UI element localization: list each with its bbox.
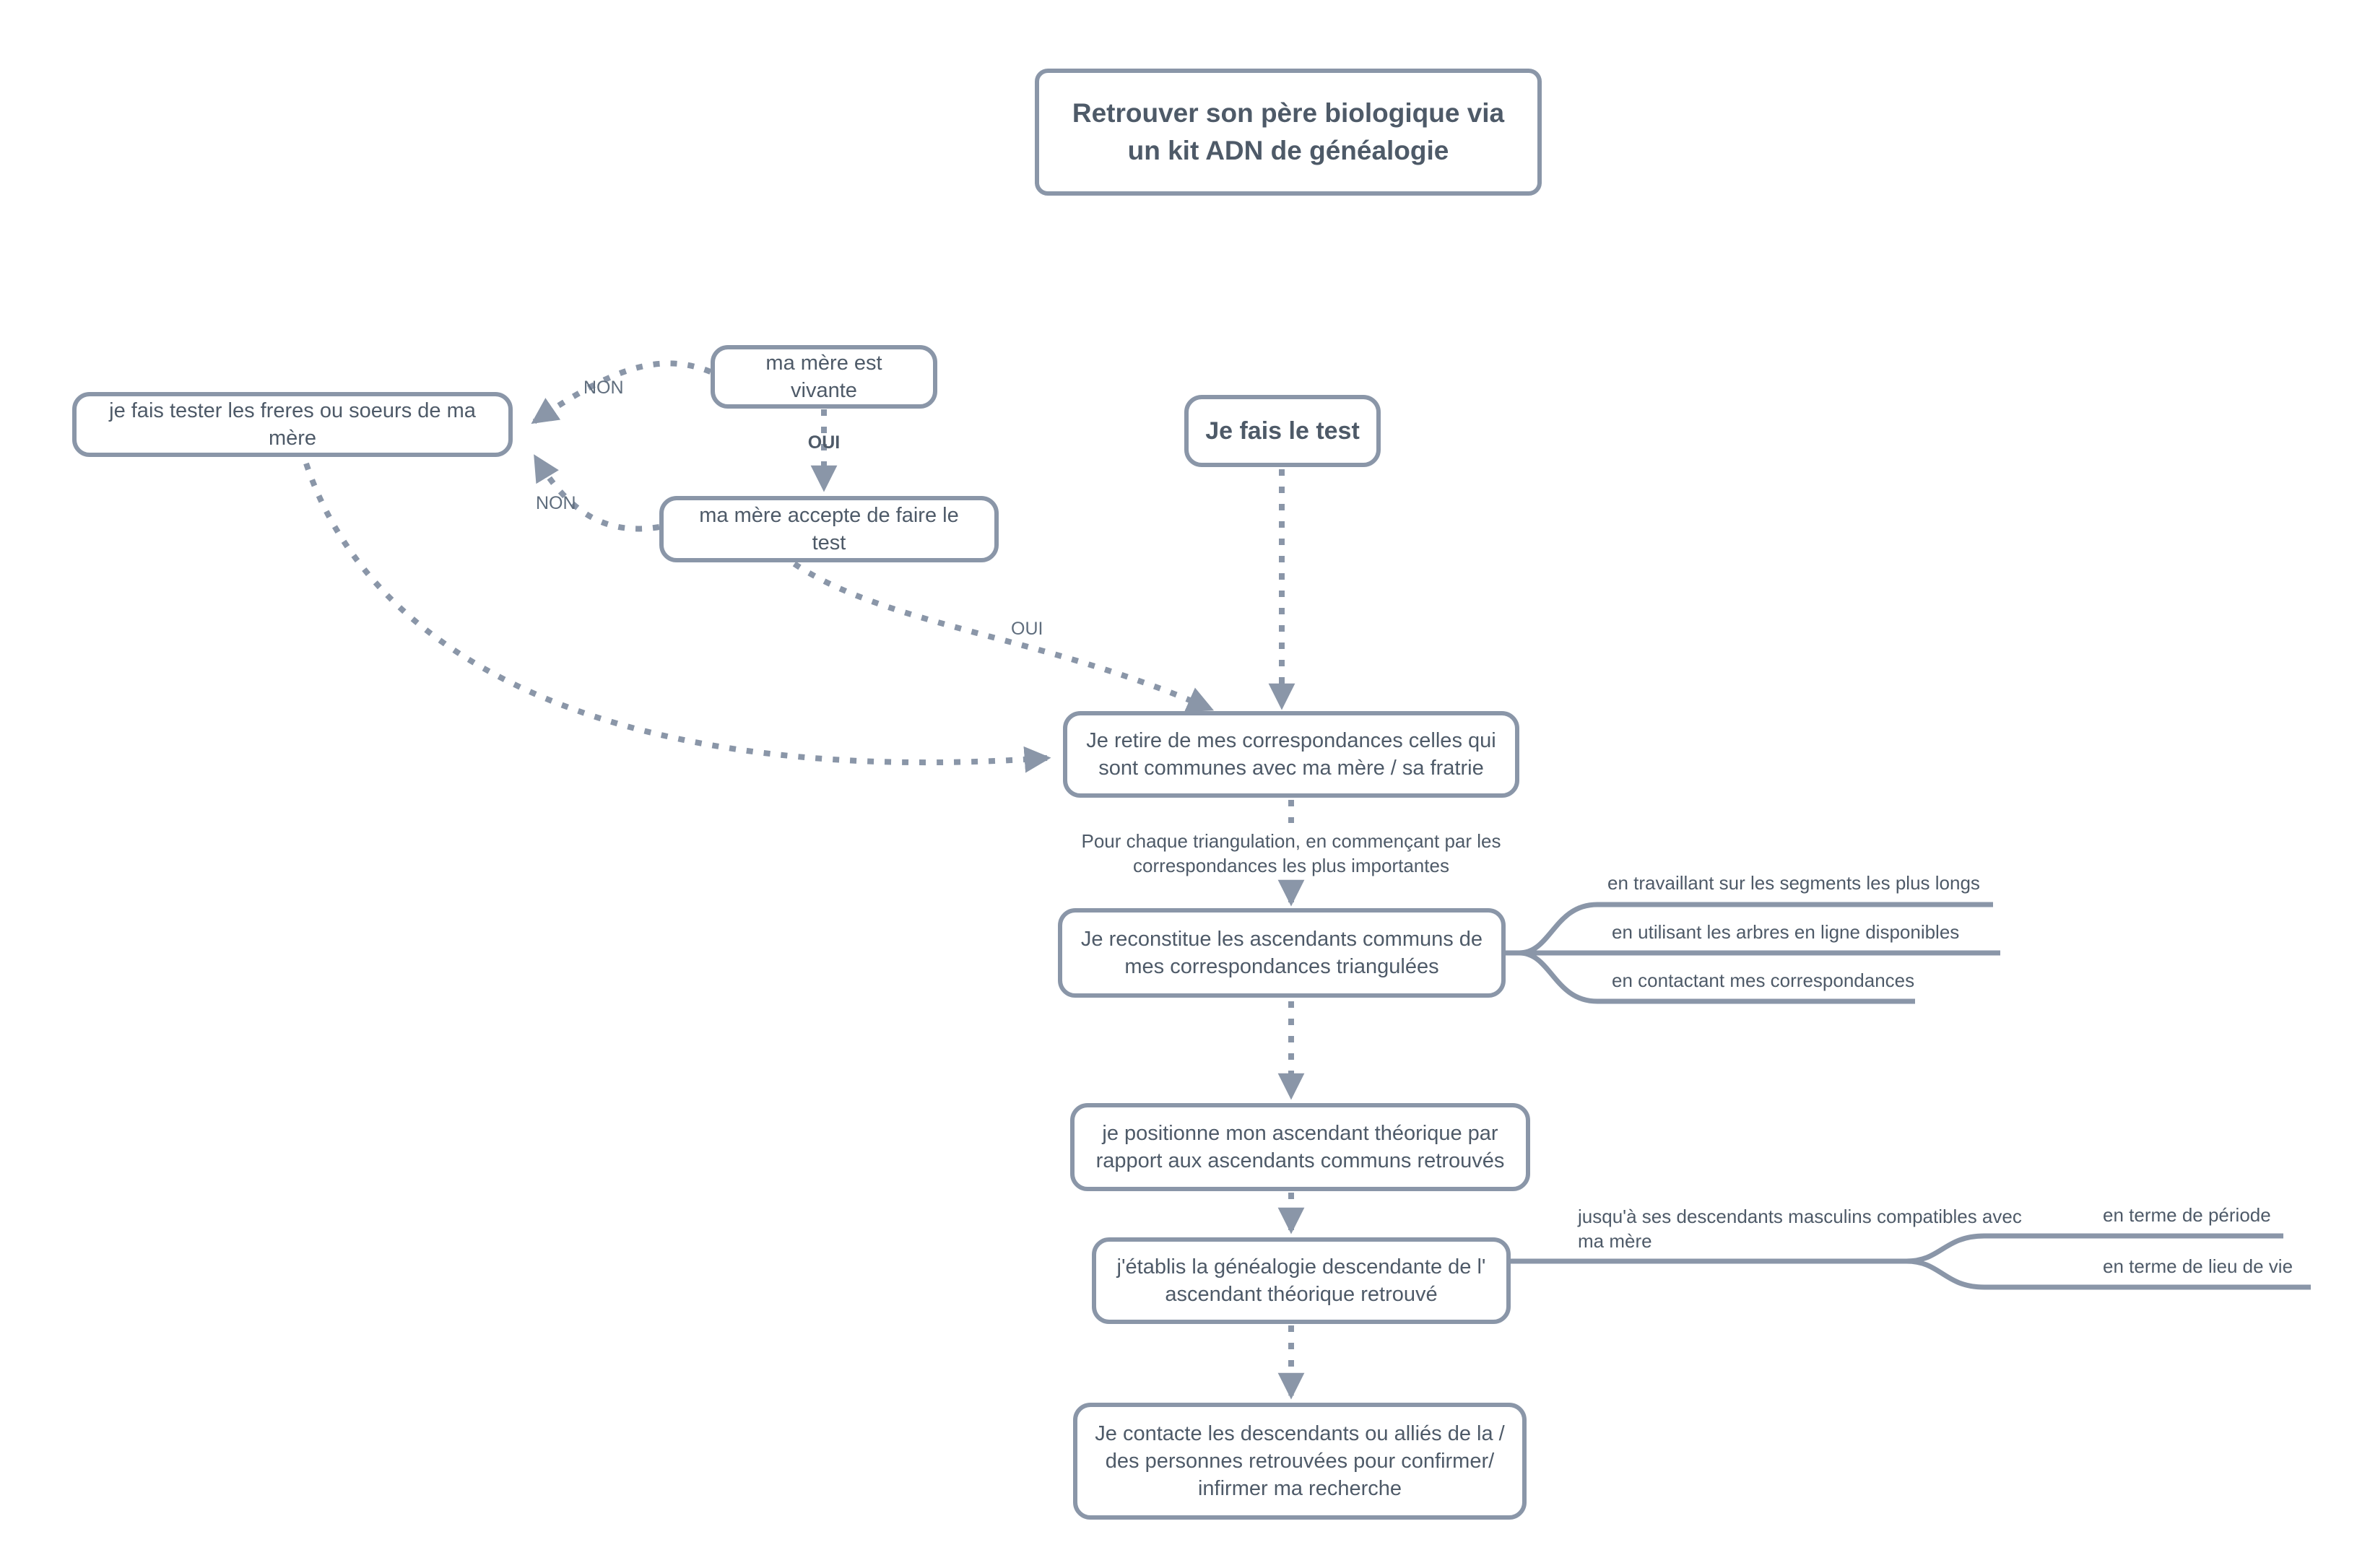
node-reconstitue-ascendants: Je reconstitue les ascendants communs de…: [1058, 908, 1506, 998]
edge-label-non-vivante: NON: [583, 378, 624, 398]
note-terme-lieu: en terme de lieu de vie: [2103, 1255, 2293, 1277]
note-segments-longs: en travaillant sur les segments les plus…: [1607, 872, 1980, 894]
node-etablis-genealogie: j'établis la généalogie descendante de l…: [1092, 1237, 1511, 1324]
node-je-fais-le-test: Je fais le test: [1184, 395, 1381, 467]
note-jusqua-descendants: jusqu'à ses descendants masculins compat…: [1578, 1206, 2022, 1253]
note-arbres-en-ligne: en utilisant les arbres en ligne disponi…: [1612, 921, 1960, 943]
label-pour-chaque-triangulation: Pour chaque triangulation, en commençant…: [1081, 830, 1501, 877]
node-mere-vivante: ma mère est vivante: [711, 345, 937, 409]
edge-label-oui-vivante: OUI: [807, 432, 841, 453]
edge-tester-to-retire: [303, 462, 1051, 773]
branch-note-contactant: [1519, 950, 1915, 1004]
edge-non-accepte-to-tester: [533, 454, 660, 532]
node-mere-accepte: ma mère accepte de faire le test: [659, 496, 999, 562]
note-contactant-correspondances: en contactant mes correspondances: [1612, 970, 1915, 991]
edge-non-vivante-to-tester: [531, 360, 712, 424]
edge-oui-accepte-to-retire: [792, 561, 1215, 713]
node-tester-fratrie: je fais tester les freres ou soeurs de m…: [72, 392, 513, 457]
node-contacte-descendants: Je contacte les descendants ou alliés de…: [1073, 1403, 1527, 1520]
branch-note-lieu: [1906, 1258, 2311, 1290]
edge-label-non-accepte: NON: [536, 493, 576, 513]
node-title: Retrouver son père biologique via un kit…: [1035, 69, 1542, 196]
edge-label-oui-accepte: OUI: [1011, 619, 1043, 639]
node-retire-correspondances: Je retire de mes correspondances celles …: [1063, 711, 1519, 798]
node-positionne-ascendant: je positionne mon ascendant théorique pa…: [1070, 1103, 1530, 1191]
note-terme-periode: en terme de période: [2103, 1204, 2271, 1226]
